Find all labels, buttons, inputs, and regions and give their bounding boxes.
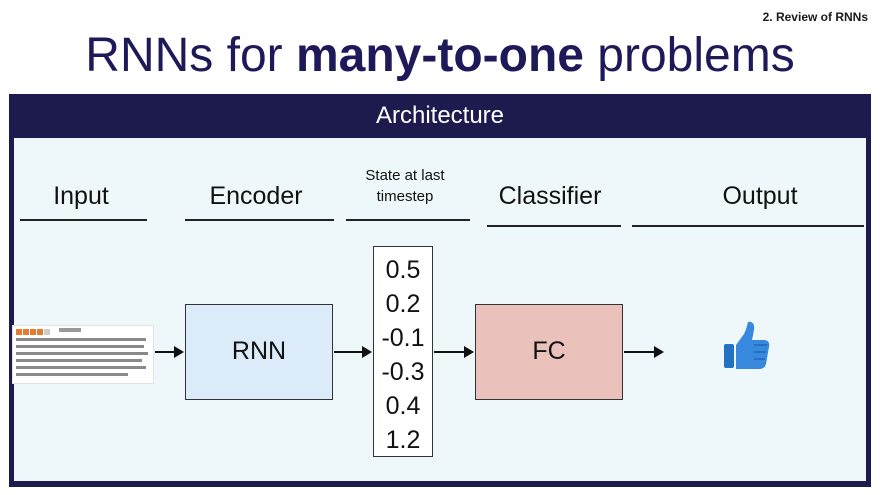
- state-label-line2: timestep: [376, 188, 434, 205]
- output-label: Output: [722, 182, 798, 210]
- star-icon: [23, 329, 29, 335]
- output-rule: [632, 225, 864, 227]
- rating-stars: [16, 329, 50, 335]
- review-text-line: [16, 352, 148, 355]
- state-vector: 0.5 0.2 -0.1 -0.3 0.4 1.2: [373, 246, 433, 457]
- arrow-rnn-to-state: [334, 346, 372, 358]
- state-value: -0.3: [381, 358, 425, 386]
- encoder-rule: [185, 219, 334, 221]
- state-label: State at last timestep: [345, 165, 465, 207]
- review-text-line: [16, 359, 142, 362]
- panel-body: [14, 138, 866, 481]
- state-value: -0.1: [381, 324, 425, 352]
- arrow-state-to-fc: [434, 346, 474, 358]
- state-value: 1.2: [385, 426, 421, 454]
- classifier-rule: [487, 225, 621, 227]
- input-rule: [20, 219, 147, 221]
- encoder-label: Encoder: [209, 182, 303, 210]
- title-suffix: problems: [583, 29, 795, 82]
- input-review-snippet: [12, 325, 154, 384]
- state-value: 0.5: [385, 256, 421, 284]
- title-bold: many-to-one: [295, 29, 584, 82]
- rnn-block: RNN: [185, 304, 333, 400]
- fc-block: FC: [475, 304, 623, 400]
- star-icon: [16, 329, 22, 335]
- input-label: Input: [53, 182, 109, 210]
- title-prefix: RNNs for: [85, 29, 296, 82]
- thumbs-up-icon: [722, 320, 772, 377]
- classifier-label: Classifier: [498, 182, 602, 210]
- state-rule: [346, 219, 470, 221]
- state-value: 0.4: [385, 392, 421, 420]
- review-text-line: [16, 373, 128, 376]
- state-value: 0.2: [385, 290, 421, 318]
- star-icon: [37, 329, 43, 335]
- review-text-line: [16, 345, 144, 348]
- state-label-line1: State at last: [365, 167, 445, 184]
- section-tag: 2. Review of RNNs: [762, 10, 868, 24]
- arrow-fc-to-output: [624, 346, 664, 358]
- architecture-panel: Architecture: [9, 94, 871, 487]
- review-text-line: [16, 338, 146, 341]
- star-icon: [44, 329, 50, 335]
- star-icon: [30, 329, 36, 335]
- review-text-line: [16, 366, 146, 369]
- arrow-input-to-rnn: [155, 346, 184, 358]
- panel-header: Architecture: [375, 102, 505, 129]
- slide-title: RNNs for many-to-one problems: [0, 26, 880, 86]
- review-date: [59, 328, 81, 332]
